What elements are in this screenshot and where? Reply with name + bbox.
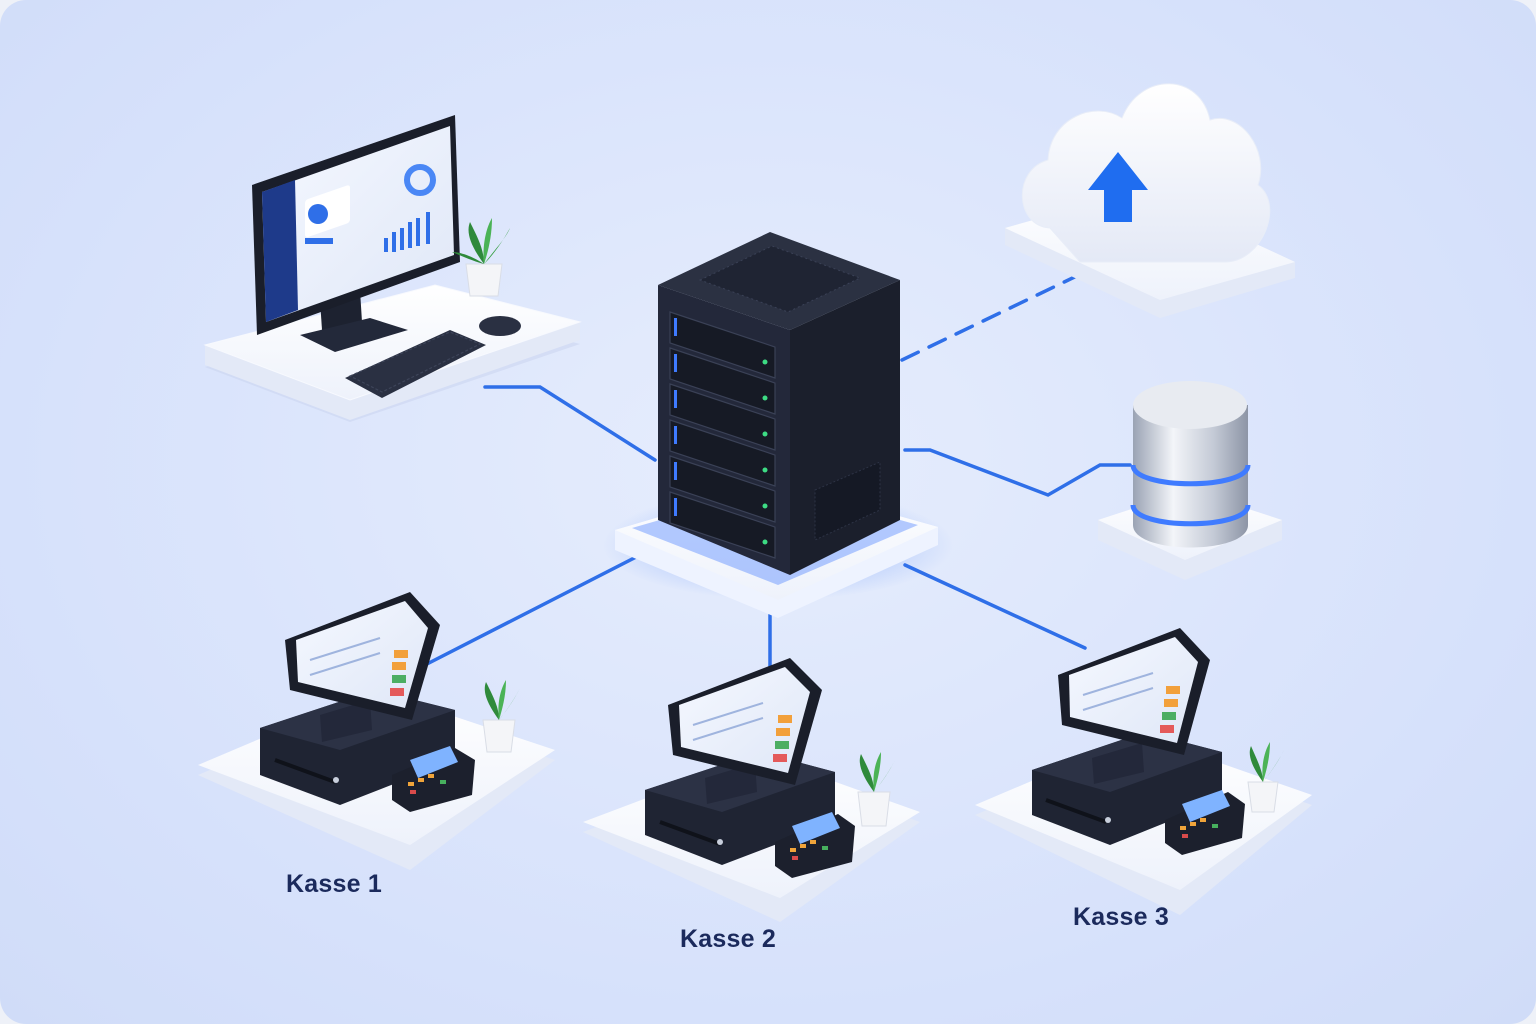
plant-icon	[1247, 742, 1284, 813]
database	[1098, 381, 1282, 580]
link-server-kasse3	[903, 563, 1087, 650]
kasse-2-label: Kasse 2	[680, 925, 776, 953]
link-server-cloud	[900, 270, 1087, 362]
card-reader-icon	[392, 746, 475, 812]
kasse-2	[583, 658, 920, 922]
server-drive-bays	[669, 311, 776, 559]
kasse-1	[198, 592, 555, 870]
plant-icon	[452, 218, 510, 297]
link-server-kasse1	[423, 553, 642, 667]
plant-icon	[857, 752, 895, 827]
kasse-3-label: Kasse 3	[1073, 903, 1169, 931]
plant-icon	[482, 680, 520, 753]
workstation-icon	[252, 115, 521, 398]
kasse-1-label: Kasse 1	[286, 870, 382, 898]
connection-lines	[423, 270, 1132, 674]
cloud-upload-icon	[1021, 83, 1271, 263]
database-icon	[1130, 381, 1251, 548]
server	[603, 232, 953, 618]
card-reader-icon	[1165, 790, 1245, 855]
workstation	[203, 115, 582, 422]
kasse-3	[975, 628, 1312, 915]
server-icon	[658, 232, 900, 575]
cloud	[1005, 83, 1295, 318]
card-reader-icon	[775, 812, 855, 878]
link-workstation-server	[483, 385, 657, 462]
link-server-database	[903, 448, 1132, 497]
